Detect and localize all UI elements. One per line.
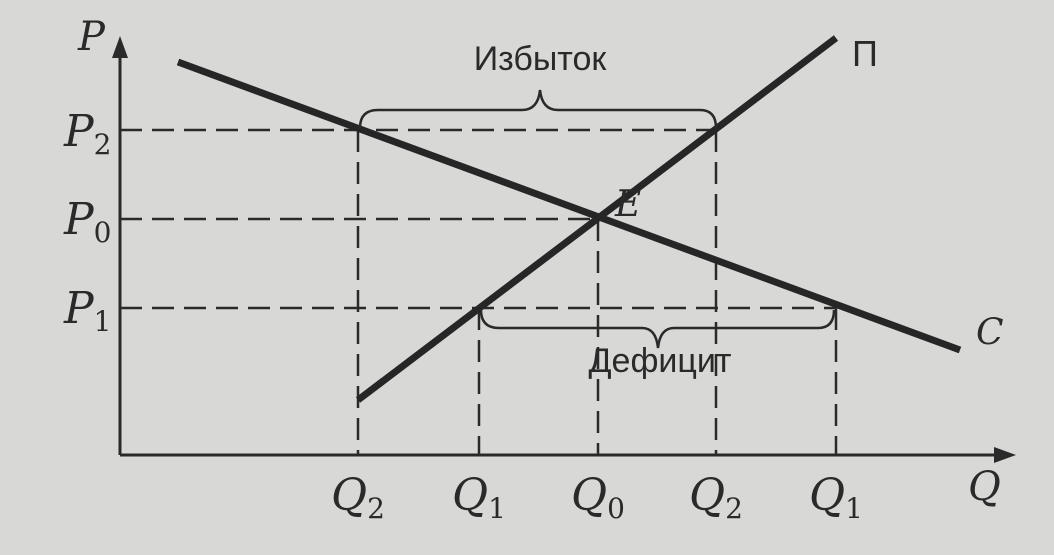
supply-curve: [355, 35, 839, 403]
price-label-p0: P0: [63, 194, 111, 249]
quantity-label-q2-left: Q2: [331, 470, 385, 525]
x-axis-label: Q: [968, 464, 1001, 510]
y-axis-label: P: [77, 14, 106, 60]
demand-curve-label: С: [976, 312, 1004, 353]
price-label-p2: P2: [63, 106, 111, 161]
equilibrium-label: E: [614, 184, 641, 225]
demand-curve: [176, 58, 962, 354]
surplus-brace: [358, 89, 718, 129]
supply-curve-label: П: [852, 33, 878, 74]
x-axis-arrow: [994, 447, 1016, 463]
deficit-brace: [479, 309, 836, 349]
y-axis-arrow: [112, 36, 128, 58]
price-label-p1: P1: [63, 283, 111, 338]
quantity-label-q2-right: Q2: [689, 470, 743, 525]
quantity-label-q0: Q0: [571, 470, 625, 525]
quantity-label-q1-left: Q1: [452, 470, 506, 525]
surplus-label: Избыток: [474, 40, 608, 78]
deficit-label: Дефицит: [589, 342, 732, 380]
quantity-label-q1-right: Q1: [809, 470, 863, 525]
